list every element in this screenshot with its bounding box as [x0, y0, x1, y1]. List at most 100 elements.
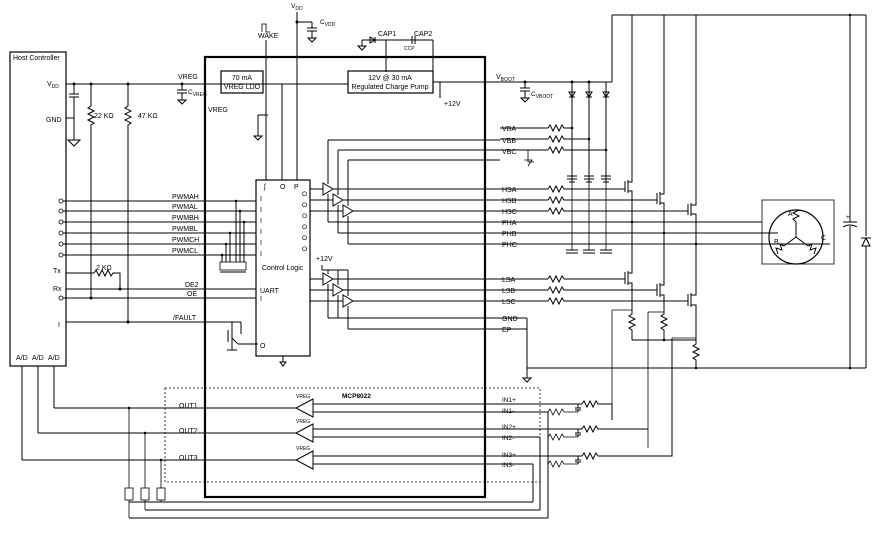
opamp-3: [294, 450, 314, 470]
cvreg-label: CVREG: [188, 89, 207, 98]
plus12-top-label: +12V: [444, 101, 461, 108]
pin-phc: PHC: [502, 242, 517, 249]
cp-line1: 12V @ 30 mA: [368, 75, 412, 82]
fet-ls-b: [656, 280, 665, 310]
shunt-c: [691, 340, 701, 368]
bridge-wiring: [500, 123, 850, 383]
logic-o-5: O: [302, 235, 307, 242]
host-pin-pwmcl: [58, 252, 64, 258]
ccp-label: CCP: [404, 46, 415, 52]
host-gnd-label: GND: [46, 117, 62, 124]
logic-o-2: O: [302, 202, 307, 209]
pin-vba: VBA: [502, 126, 516, 133]
filter-cap-1: [124, 487, 134, 501]
logic-o-4: O: [302, 224, 307, 231]
mosfet-bridge: [611, 14, 850, 448]
out1-label: OUT1: [179, 403, 198, 410]
label-oe: OE: [187, 291, 197, 298]
label-pwmch: PWMCH: [172, 237, 199, 244]
shunt-a: [627, 310, 637, 340]
logic-out-fault: O: [260, 343, 266, 350]
opamp-dashed-region: [164, 387, 541, 483]
uart-label: UART: [260, 288, 280, 295]
host-pin-i: I: [58, 322, 60, 329]
opamp2-vreg: VREG: [296, 419, 310, 425]
host-pin-pwmbl: [58, 230, 64, 236]
logic-in-1: I: [260, 196, 262, 203]
host-pin-tx: Tx: [53, 268, 61, 275]
fet-hs-c: [687, 200, 697, 244]
label-pwmal: PWMAL: [172, 204, 198, 211]
cp-line2: Regulated Charge Pump: [351, 84, 428, 91]
chip-name: MCP8022: [342, 393, 371, 400]
wake-label: WAKE: [258, 33, 279, 40]
opamp3-vreg: VREG: [296, 446, 310, 452]
logic-io-p: P: [294, 184, 299, 191]
boot-diode-c: [602, 91, 610, 98]
logic-in-3: I: [260, 218, 262, 225]
label-pwmbh: PWMBH: [172, 215, 199, 222]
ldo-line1: 70 mA: [232, 75, 253, 82]
resistor-22k-label: 22 KΩ: [94, 113, 114, 120]
host-pin-pwmah: [58, 198, 64, 204]
bldc-motor: A B C: [761, 199, 835, 265]
label-fault: /FAULT: [173, 315, 197, 322]
driver-hsc: [342, 204, 354, 218]
control-logic-label: Control Logic: [262, 265, 304, 272]
signal-labels: PWMAH PWMAL PWMBH PWMBL PWMCH PWMCL DE2 …: [172, 194, 199, 322]
fet-hs-a: [624, 178, 633, 222]
boot-diode-b: [585, 91, 593, 98]
pin-vbb: VBB: [502, 138, 516, 145]
motor-phase-b: B: [774, 239, 779, 246]
vreg-pin-label: VREG: [178, 74, 198, 81]
in3n-label: IN3-: [502, 462, 514, 469]
in2p-label: IN2+: [502, 424, 516, 431]
opamp1-vreg: VREG: [296, 394, 310, 400]
bulk-supply: +: [842, 13, 871, 370]
opamp-section: MCP8022 OUT1 OUT2 OUT3 VREG VREG VREG IN…: [21, 338, 673, 519]
logic-in-6: I: [260, 251, 262, 258]
wake-pulse-icon: [261, 23, 270, 33]
host-pin-pwmbh: [58, 219, 64, 225]
host-controller: Host Controller VDD GND A/D A/D A/D Tx R…: [9, 51, 67, 367]
host-ad-2: A/D: [32, 355, 44, 362]
logic-in-4: I: [260, 229, 262, 236]
resistor-2k: [93, 268, 121, 288]
label-pwmbl: PWMBL: [172, 226, 198, 233]
in2n-label: IN2-: [502, 435, 514, 442]
cap1-diode: [369, 36, 376, 44]
pin-vbc: VBC: [502, 149, 516, 156]
signal-wires: 2 KΩ: [63, 199, 258, 351]
motor-circle: [768, 209, 824, 265]
vreg-ldo-box: [220, 70, 264, 94]
resistor-47k-label: 47 KΩ: [138, 113, 158, 120]
label-pwmcl: PWMCL: [172, 248, 198, 255]
pin-lsa: LSA: [502, 277, 516, 284]
logic-o-1: O: [302, 191, 307, 198]
gate-drivers: +12V: [310, 139, 500, 330]
cap2-label: CAP2: [414, 31, 432, 38]
right-pin-labels: VBA VBB VBC HSA HSB HSC PHA PHB PHC LSA …: [502, 126, 518, 334]
pin-phb: PHB: [502, 231, 517, 238]
resistor-22k: [86, 84, 96, 298]
motor-phase-a: A: [788, 211, 793, 218]
driver-lsa: [322, 272, 334, 286]
shunt-b: [659, 310, 669, 340]
logic-in-oe: I: [260, 296, 262, 303]
driver-lsb: [332, 283, 344, 297]
pin-gnd: GND: [502, 316, 518, 323]
pin-lsc: LSC: [502, 299, 516, 306]
resistor-2k-label: 2 KΩ: [96, 265, 112, 272]
top-supply: VDD CVDD WAKE CAP1 CAP2 CCP 70 mA VREG L…: [176, 3, 612, 182]
out3-label: OUT3: [179, 455, 198, 462]
logic-io-o-top: O: [280, 184, 286, 191]
cvdd-label: CVDD: [320, 19, 336, 28]
host-pin-oe: [58, 295, 64, 301]
label-de2: DE2: [185, 282, 199, 289]
motor-phase-c: C: [821, 235, 826, 242]
pin-hsa: HSA: [502, 187, 517, 194]
logic-in-5: I: [260, 240, 262, 247]
driver-hsa: [322, 182, 334, 196]
bulk-cap-plus: +: [846, 214, 850, 221]
plus12-logic-label: +12V: [316, 256, 333, 263]
